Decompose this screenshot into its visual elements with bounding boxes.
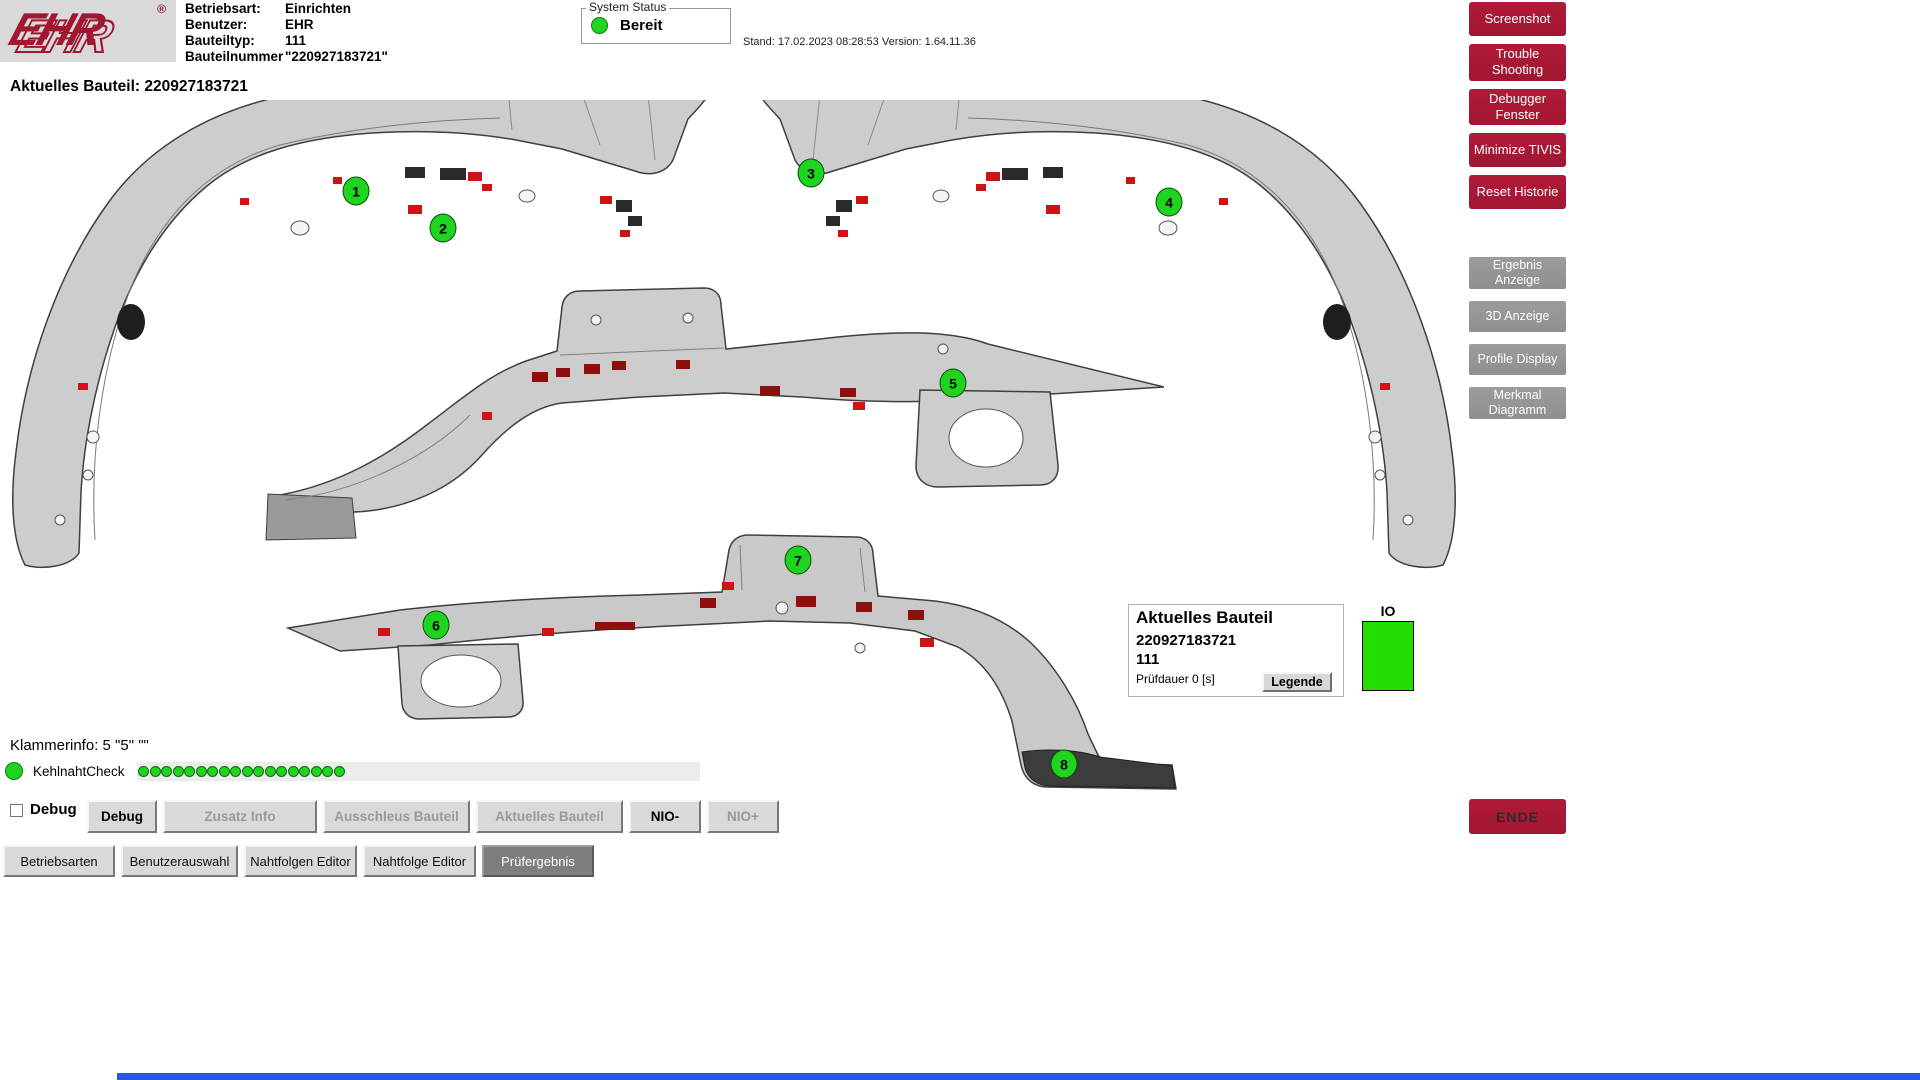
tab-betriebsarten[interactable]: Betriebsarten: [3, 845, 115, 877]
kehlnaht-status-dot: [264, 766, 276, 777]
klammerinfo-text: Klammerinfo: 5 "5" "": [10, 737, 149, 754]
ehr-logo-text: EHR: [3, 3, 109, 55]
part-marker-8[interactable]: 8: [1050, 749, 1078, 779]
current-part-heading: Aktuelles Bauteil: 220927183721: [10, 78, 248, 95]
part-info-title: Aktuelles Bauteil: [1136, 608, 1273, 627]
header-field-label: Benutzer:: [185, 17, 248, 32]
header-field-label: Bauteilnummer: [185, 49, 284, 64]
part-info-pruefdauer: Prüfdauer 0 [s]: [1136, 672, 1215, 686]
kehlnaht-status-dot: [241, 766, 253, 777]
kehlnahtcheck-label: KehlnahtCheck: [33, 764, 125, 779]
header-field-value: Einrichten: [285, 1, 352, 16]
registered-trademark-icon: ®: [157, 2, 166, 16]
legende-button[interactable]: Legende: [1262, 672, 1332, 692]
header-field-row: Benutzer: EHR: [185, 17, 388, 33]
part-view-top-right: [738, 100, 1456, 569]
kehlnaht-status-dot: [138, 766, 149, 777]
action-button-debug[interactable]: Debug: [87, 800, 157, 833]
part-marker-2[interactable]: 2: [429, 213, 457, 243]
system-status-title: System Status: [586, 0, 670, 14]
kehlnahtcheck-status-icon: [5, 762, 23, 780]
system-status-box: System Status Bereit: [581, 0, 731, 44]
sidebar-button-3d-anzeige[interactable]: 3D Anzeige: [1469, 301, 1566, 332]
kehlnaht-status-dot: [322, 766, 333, 777]
part-view-middle: [265, 287, 1165, 541]
header-field-value: 111: [285, 33, 307, 48]
part-marker-3[interactable]: 3: [797, 158, 825, 188]
part-info-number: 220927183721: [1136, 632, 1237, 649]
tab-nahtfolgen-editor[interactable]: Nahtfolgen Editor: [244, 845, 357, 877]
kehlnaht-status-dot: [287, 766, 299, 777]
kehlnaht-status-dot: [149, 766, 161, 777]
sidebar-button-trouble-shooting[interactable]: Trouble Shooting: [1469, 44, 1566, 81]
sidebar-button-minimize-tivis[interactable]: Minimize TIVIS: [1469, 133, 1566, 167]
taskbar-edge: [117, 1073, 1920, 1080]
debug-checkbox-label: Debug: [30, 801, 77, 818]
header-field-row: Betriebsart: Einrichten: [185, 1, 388, 17]
kehlnaht-status-dot: [253, 766, 264, 777]
io-label: IO: [1380, 603, 1396, 619]
io-status-rect: [1362, 621, 1414, 691]
system-status-value: Bereit: [620, 17, 663, 34]
ehr-logo: EHR EHR ®: [0, 0, 176, 62]
kehlnaht-status-dot: [230, 766, 241, 777]
action-button-nioplus: NIO+: [707, 800, 779, 833]
debug-checkbox[interactable]: [10, 804, 23, 817]
system-status-indicator-icon: [591, 17, 608, 34]
part-marker-6[interactable]: 6: [422, 610, 450, 640]
action-button-aktuelles-bauteil: Aktuelles Bauteil: [476, 800, 623, 833]
part-marker-4[interactable]: 4: [1155, 187, 1183, 217]
sidebar-button-merkmal-diagramm[interactable]: Merkmal Diagramm: [1469, 387, 1566, 419]
action-button-zusatz-info: Zusatz Info: [163, 800, 317, 833]
kehlnaht-status-dot: [172, 766, 184, 777]
part-info-type: 111: [1136, 651, 1160, 668]
header-field-value: "220927183721": [285, 49, 388, 64]
tab-pruefergebnis[interactable]: Prüfergebnis: [482, 845, 594, 877]
action-button-niominus[interactable]: NIO-: [629, 800, 701, 833]
kehlnaht-status-dot: [299, 766, 310, 777]
header-field-row: Bauteiltyp: 111: [185, 33, 388, 49]
part-marker-1[interactable]: 1: [342, 176, 370, 206]
kehlnaht-status-dot: [276, 766, 287, 777]
sidebar-button-ergebnis-anzeige[interactable]: Ergebnis Anzeige: [1469, 257, 1566, 289]
sidebar-button-debugger-fenster[interactable]: Debugger Fenster: [1469, 88, 1566, 125]
kehlnaht-status-dot: [310, 766, 322, 777]
header-field-row: Bauteilnummer"220927183721": [185, 49, 388, 65]
kehlnaht-status-dot: [195, 766, 207, 777]
kehlnaht-status-dot: [161, 766, 172, 777]
tab-benutzerauswahl[interactable]: Benutzerauswahl: [121, 845, 238, 877]
header-field-label: Bauteiltyp:: [185, 33, 255, 48]
action-button-ausschleus-bauteil: Ausschleus Bauteil: [323, 800, 470, 833]
sidebar-button-reset-historie[interactable]: Reset Historie: [1469, 175, 1566, 209]
sidebar-button-profile-display[interactable]: Profile Display: [1469, 344, 1566, 375]
part-view-top-left: [12, 100, 706, 568]
part-view-bottom: [285, 534, 1177, 790]
tab-nahtfolge-editor[interactable]: Nahtfolge Editor: [363, 845, 476, 877]
kehlnaht-status-dot: [333, 766, 345, 777]
header-field-label: Betriebsart:: [185, 1, 261, 16]
kehlnaht-status-dot: [207, 766, 218, 777]
part-marker-7[interactable]: 7: [784, 545, 812, 575]
version-info: Stand: 17.02.2023 08:28:53 Version: 1.64…: [743, 36, 976, 48]
kehlnaht-dot-bar: [137, 762, 700, 781]
ende-button[interactable]: ENDE: [1469, 799, 1566, 834]
sidebar-button-screenshot[interactable]: Screenshot: [1469, 2, 1566, 36]
current-part-info-box: Aktuelles Bauteil 220927183721 111 Prüfd…: [1128, 604, 1344, 697]
part-marker-5[interactable]: 5: [939, 368, 967, 398]
kehlnaht-status-dot: [218, 766, 230, 777]
kehlnaht-status-dot: [184, 766, 195, 777]
header-field-value: EHR: [285, 17, 314, 32]
